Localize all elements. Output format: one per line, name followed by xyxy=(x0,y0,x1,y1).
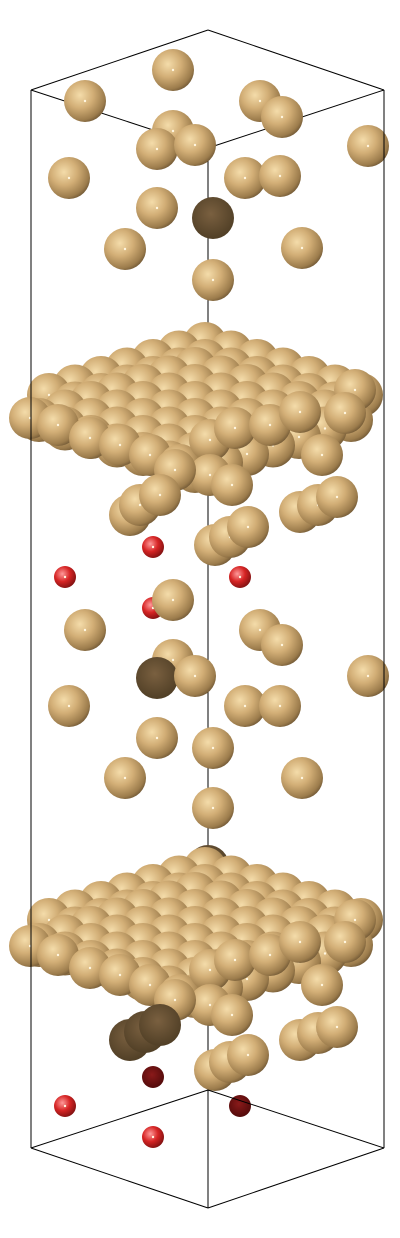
atom-highlight xyxy=(258,628,262,632)
atom-highlight xyxy=(246,1053,250,1057)
atom-highlight xyxy=(123,247,127,251)
atom-highlight xyxy=(208,438,212,442)
atom-highlight xyxy=(280,115,284,119)
atom-highlight xyxy=(88,436,92,440)
metal-atom-shadowed xyxy=(192,197,234,239)
atom-highlight xyxy=(155,147,159,151)
atom-highlight xyxy=(171,129,175,133)
atom-highlight xyxy=(280,643,284,647)
atom-highlight xyxy=(47,918,51,922)
atom-highlight xyxy=(245,977,249,981)
atom-highlight xyxy=(83,99,87,103)
atom-highlight xyxy=(343,411,347,415)
atom-highlight xyxy=(335,495,339,499)
atom-highlight xyxy=(258,99,262,103)
atom-highlight xyxy=(151,1135,155,1139)
atom-highlight xyxy=(366,674,370,678)
atom-highlight xyxy=(56,423,60,427)
atom-highlight xyxy=(278,704,282,708)
atom-highlight xyxy=(211,806,215,810)
atom-highlight xyxy=(138,503,142,507)
atom-highlight xyxy=(211,278,215,282)
atom-highlight xyxy=(230,1013,234,1017)
atom-highlight xyxy=(193,143,197,147)
atom-highlight xyxy=(230,483,234,487)
unit-cell-front-edges xyxy=(30,29,385,1149)
atom-highlight xyxy=(238,575,242,579)
atom-highlight xyxy=(300,246,304,250)
atom-highlight xyxy=(298,940,302,944)
atom-highlight xyxy=(353,918,357,922)
atom-highlight xyxy=(67,704,71,708)
atom-highlight xyxy=(300,776,304,780)
metal-atom-shadowed xyxy=(136,657,178,699)
atom-highlight xyxy=(320,453,324,457)
atom-highlight xyxy=(353,388,357,392)
atom-highlight xyxy=(246,525,250,529)
atom-highlight xyxy=(320,983,324,987)
atom-highlight xyxy=(148,453,152,457)
atom-highlight xyxy=(211,746,215,750)
atom-highlight xyxy=(245,452,249,456)
oxygen-atom-shadowed xyxy=(142,1066,164,1088)
atom-highlight xyxy=(208,1003,212,1007)
atom-highlight xyxy=(171,598,175,602)
atom-highlight xyxy=(278,174,282,178)
atom-highlight xyxy=(323,952,327,955)
atom-highlight xyxy=(123,776,127,780)
atom-highlight xyxy=(297,435,301,439)
atom-highlight xyxy=(151,545,155,549)
atom-highlight xyxy=(67,176,71,180)
atom-highlight xyxy=(83,628,87,632)
atom-highlight xyxy=(208,968,212,972)
atom-highlight xyxy=(323,427,327,430)
atom-highlight xyxy=(171,68,175,72)
atom-highlight xyxy=(173,998,177,1002)
atom-highlight xyxy=(63,1104,67,1108)
atom-highlight xyxy=(63,575,67,579)
oxygen-atom-shadowed xyxy=(229,1095,251,1117)
atom-highlight xyxy=(366,144,370,148)
atom-highlight xyxy=(233,426,237,430)
atom-highlight xyxy=(268,423,272,427)
atom-highlight xyxy=(335,1025,339,1029)
atom-highlight xyxy=(148,983,152,987)
atom-highlight xyxy=(56,953,60,957)
atom-highlight xyxy=(47,393,51,397)
atom-highlight xyxy=(193,674,197,678)
atom-highlight xyxy=(118,973,122,977)
metal-atom-shadowed xyxy=(139,1004,181,1046)
atom-highlight xyxy=(233,958,237,962)
atom-highlight xyxy=(343,940,347,944)
atom-highlight xyxy=(158,493,162,497)
atom-highlight xyxy=(173,468,177,472)
atoms-layer xyxy=(9,49,389,1148)
atom-highlight xyxy=(155,206,159,210)
atom-highlight xyxy=(155,736,159,740)
atom-highlight xyxy=(268,953,272,957)
atom-highlight xyxy=(88,966,92,970)
atom-highlight xyxy=(208,473,212,477)
atom-highlight xyxy=(243,176,247,180)
atom-highlight xyxy=(118,443,122,447)
atom-highlight xyxy=(243,704,247,708)
atom-highlight xyxy=(171,658,175,662)
atom-highlight xyxy=(298,410,302,414)
